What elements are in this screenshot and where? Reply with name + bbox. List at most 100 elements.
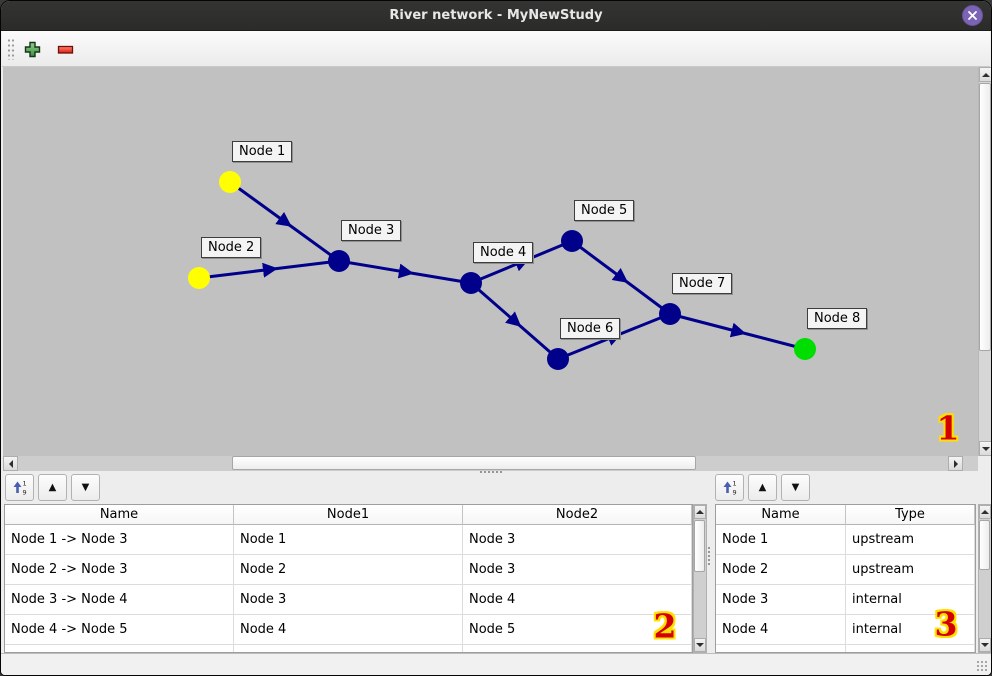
node-label: Node 2	[201, 237, 262, 258]
vscroll-thumb[interactable]	[979, 520, 990, 570]
graph-node[interactable]	[188, 267, 210, 289]
table-cell[interactable]: upstream	[846, 555, 975, 585]
nodes-move-down-button[interactable]: ▼	[781, 474, 810, 501]
horizontal-pane-splitter[interactable]	[479, 470, 503, 474]
table-cell[interactable]: Node 2	[234, 555, 463, 585]
graph-node[interactable]	[547, 348, 569, 370]
column-header[interactable]: Node1	[234, 505, 463, 525]
scroll-up-button[interactable]	[979, 505, 991, 519]
node-label: Node 7	[672, 273, 733, 294]
resize-grip[interactable]	[976, 660, 988, 672]
scroll-down-button[interactable]	[979, 638, 991, 652]
table-cell[interactable]	[234, 645, 463, 652]
column-header[interactable]: Name	[716, 505, 846, 525]
table-cell[interactable]: Node 1 -> Node 3	[5, 525, 234, 555]
graph-edge[interactable]	[669, 312, 806, 351]
svg-text:9: 9	[733, 489, 737, 497]
table-cell[interactable]: Node 3	[234, 585, 463, 615]
table-cell[interactable]	[716, 645, 846, 652]
links-move-down-button[interactable]: ▼	[71, 474, 100, 501]
canvas-vscrollbar[interactable]	[978, 67, 991, 456]
column-header[interactable]: Node2	[463, 505, 692, 525]
toolbar-drag-handle[interactable]	[7, 38, 15, 60]
table-cell[interactable]: Node 5	[463, 615, 692, 645]
vscroll-thumb[interactable]	[979, 83, 991, 351]
table-cell[interactable]	[5, 645, 234, 652]
arrow-down-icon	[696, 643, 704, 651]
table-cell[interactable]: Node 3	[463, 525, 692, 555]
add-node-button[interactable]	[23, 40, 41, 58]
node-label: Node 8	[807, 308, 868, 329]
title-bar: River network - MyNewStudy	[1, 1, 991, 31]
table-cell[interactable]: Node 4	[716, 615, 846, 645]
table-cell[interactable]: internal	[846, 585, 975, 615]
scroll-left-button[interactable]	[3, 456, 18, 471]
table-row[interactable]	[716, 645, 975, 652]
graph-node[interactable]	[794, 338, 816, 360]
arrow-left-icon	[5, 459, 13, 468]
scroll-right-button[interactable]	[948, 456, 963, 471]
graph-node[interactable]	[561, 230, 583, 252]
scroll-up-button[interactable]	[694, 505, 706, 519]
graph-edge[interactable]	[229, 180, 340, 263]
table-row[interactable]	[5, 645, 692, 652]
vertical-pane-splitter[interactable]	[707, 546, 712, 566]
canvas-hscrollbar[interactable]	[3, 456, 978, 471]
table-cell[interactable]: Node 3	[463, 555, 692, 585]
window-title: River network - MyNewStudy	[389, 8, 603, 23]
table-cell[interactable]: Node 3 -> Node 4	[5, 585, 234, 615]
triangle-up-icon: ▲	[48, 482, 57, 493]
plus-icon	[24, 41, 40, 57]
arrow-down-icon	[981, 446, 990, 455]
svg-text:1: 1	[23, 480, 27, 488]
table-cell[interactable]: upstream	[846, 525, 975, 555]
sort-ascending-icon: 1 9	[723, 480, 737, 497]
links-move-up-button[interactable]: ▲	[38, 474, 67, 501]
nodes-move-up-button[interactable]: ▲	[748, 474, 777, 501]
table-cell[interactable]: internal	[846, 615, 975, 645]
graph-edge[interactable]	[571, 239, 671, 316]
table-cell[interactable]: Node 2 -> Node 3	[5, 555, 234, 585]
graph-edge[interactable]	[338, 259, 472, 285]
table-cell[interactable]	[463, 645, 692, 652]
nodes-sort-button[interactable]: 1 9	[715, 474, 744, 501]
vscroll-thumb[interactable]	[694, 520, 705, 572]
remove-node-button[interactable]	[56, 40, 74, 58]
arrow-up-icon	[981, 69, 990, 77]
graph-edge[interactable]	[198, 259, 340, 280]
table-cell[interactable]: Node 4	[463, 585, 692, 615]
close-button[interactable]	[962, 5, 983, 26]
table-cell[interactable]: Node 4 -> Node 5	[5, 615, 234, 645]
table-cell[interactable]: Node 4	[234, 615, 463, 645]
table-cell[interactable]: Node 1	[234, 525, 463, 555]
graph-node[interactable]	[219, 171, 241, 193]
scroll-down-button[interactable]	[694, 638, 706, 652]
graph-node[interactable]	[659, 303, 681, 325]
scroll-up-button[interactable]	[979, 67, 991, 82]
table-cell[interactable]: Node 1	[716, 525, 846, 555]
graph-edge[interactable]	[470, 281, 559, 361]
links-sort-button[interactable]: 1 9	[5, 474, 34, 501]
hscroll-thumb[interactable]	[232, 456, 696, 470]
links-table-vscrollbar[interactable]	[693, 504, 707, 653]
graph-node[interactable]	[460, 272, 482, 294]
table-cell[interactable]	[846, 645, 975, 652]
nodes-table-vscrollbar[interactable]	[978, 504, 991, 653]
column-header[interactable]: Type	[846, 505, 975, 525]
table-cell[interactable]: Node 3	[716, 585, 846, 615]
column-header[interactable]: Name	[5, 505, 234, 525]
minus-icon	[57, 45, 73, 54]
table-cell[interactable]: Node 2	[716, 555, 846, 585]
graph-node[interactable]	[328, 250, 350, 272]
scroll-down-button[interactable]	[979, 441, 991, 456]
